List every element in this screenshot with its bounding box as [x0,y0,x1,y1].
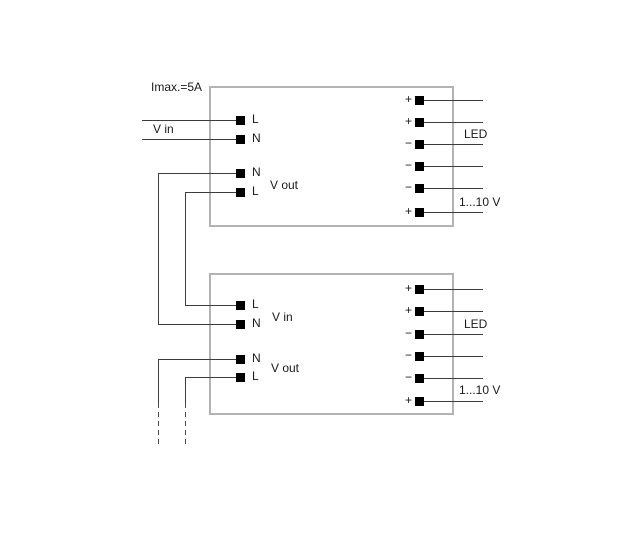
terminal-square [415,329,424,339]
wire-segment [157,173,159,324]
terminal-label: L [252,297,259,311]
terminal-square [415,117,424,127]
polarity-sign: − [404,180,412,194]
wire-segment [185,376,236,378]
imax-annotation: Imax.=5A [151,80,203,94]
wire-segment [424,99,483,101]
terminal-square [415,373,424,383]
terminal-square [236,115,245,125]
polarity-sign: − [404,348,412,362]
wire-segment [424,143,483,145]
wire-segment [424,187,483,189]
wire-segment [142,138,236,140]
device1-vout-label: V out [270,178,299,192]
polarity-sign: + [404,92,412,106]
terminal-label: L [252,369,259,383]
wire-segment [424,333,483,335]
wire-segment [424,355,483,357]
device2-vout-label: V out [271,361,300,375]
terminal-label: N [252,165,261,179]
wire-segment [157,359,159,403]
terminal-square [236,187,245,197]
polarity-sign: + [404,204,412,218]
device1-vin-label: V in [153,122,174,136]
terminal-square [236,319,245,329]
terminal-label: L [252,112,259,126]
wire-dashed-segment [184,403,186,448]
terminal-square [236,168,245,178]
wire-segment [424,121,483,123]
polarity-sign: + [404,281,412,295]
device-box-2 [209,273,454,415]
device2-dim-1-10v-label: 1...10 V [459,383,501,397]
device-box-1 [209,86,454,227]
terminal-square [415,183,424,193]
wire-segment [424,377,483,379]
terminal-square [415,95,424,105]
polarity-sign: + [404,393,412,407]
terminal-square [236,354,245,364]
wire-segment [158,323,236,325]
wire-segment [158,358,236,360]
wire-segment [185,304,236,306]
terminal-square [415,284,424,294]
wire-segment [424,165,483,167]
polarity-sign: − [404,136,412,150]
wire-segment [424,400,483,402]
wire-segment [424,288,483,290]
wire-segment [184,377,186,403]
device1-led-label: LED [464,127,488,141]
wire-segment [424,310,483,312]
polarity-sign: + [404,303,412,317]
wire-segment [185,191,236,193]
terminal-square [236,134,245,144]
terminal-square [415,396,424,406]
polarity-sign: − [404,158,412,172]
terminal-square [415,306,424,316]
terminal-square [415,207,424,217]
device1-dim-1-10v-label: 1...10 V [459,195,501,209]
wire-dashed-segment [157,403,159,448]
terminal-square [415,161,424,171]
terminal-label: N [252,316,261,330]
polarity-sign: − [404,326,412,340]
wire-segment [142,119,236,121]
wire-segment [424,211,483,213]
terminal-label: L [252,184,259,198]
wire-segment [184,192,186,305]
device2-vin-label: V in [272,310,293,324]
polarity-sign: − [404,370,412,384]
terminal-square [236,372,245,382]
terminal-square [236,300,245,310]
terminal-label: N [252,131,261,145]
terminal-square [415,139,424,149]
wire-segment [158,172,236,174]
device2-led-label: LED [464,317,488,331]
terminal-label: N [252,351,261,365]
terminal-square [415,351,424,361]
polarity-sign: + [404,114,412,128]
